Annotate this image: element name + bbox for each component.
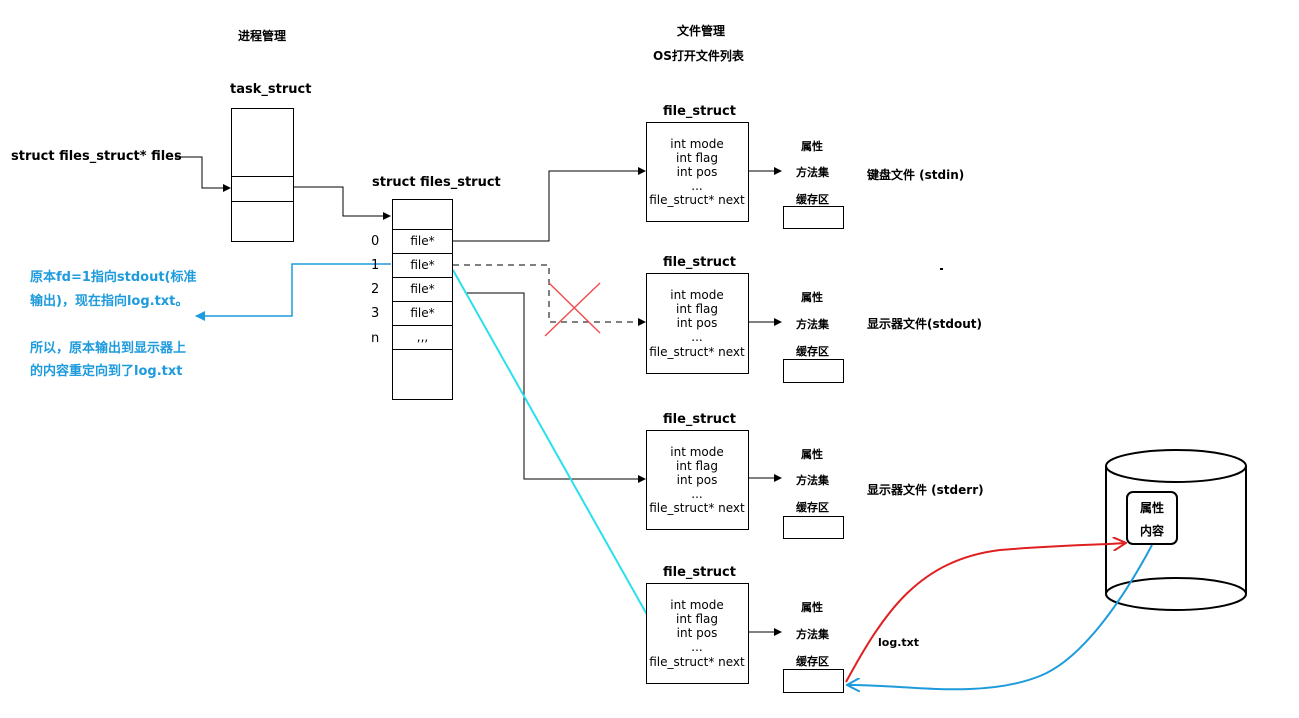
fs2-attr: 属性 <box>801 291 823 304</box>
fs4-attr: 属性 <box>801 601 823 614</box>
fd-cell-0-text: file* <box>410 234 435 248</box>
fs3-field-ellipsis: ... <box>691 487 703 501</box>
file-struct-3-box: int mode int flag int pos ... file_struc… <box>646 430 749 530</box>
fs2-field-mode: int mode <box>670 288 724 302</box>
task-struct-box <box>231 108 294 242</box>
annotation-line-4: 的内容重定向到了log.txt <box>30 364 183 379</box>
files-struct-label: struct files_struct <box>372 175 501 190</box>
fs4-field-next: file_struct* next <box>649 655 745 669</box>
fd-index-2: 2 <box>371 282 380 297</box>
os-open-list-title: OS打开文件列表 <box>653 49 744 63</box>
file-struct-2-box: int mode int flag int pos ... file_struc… <box>646 273 749 374</box>
cross-line-b <box>544 282 601 337</box>
fs1-field-mode: int mode <box>670 137 724 151</box>
disk-content: 内容 <box>1139 524 1164 538</box>
fs3-field-next: file_struct* next <box>649 501 745 515</box>
load-blue-arrow <box>848 544 1153 689</box>
fs1-field-flag: int flag <box>676 151 718 165</box>
file-struct-1-title: file_struct <box>663 104 736 119</box>
fs1-field-pos: int pos <box>676 165 718 179</box>
fd-cell-3-text: file* <box>410 306 435 320</box>
file-struct-4-title: file_struct <box>663 565 736 580</box>
fd-cell-n <box>392 325 453 350</box>
process-mgmt-title: 进程管理 <box>238 29 287 43</box>
fs3-methods: 方法集 <box>796 474 829 487</box>
fs4-buffer-box <box>783 669 844 693</box>
fs4-methods: 方法集 <box>796 628 829 641</box>
fs2-buffer-label: 缓存区 <box>796 345 829 358</box>
fs1-methods: 方法集 <box>796 166 829 179</box>
fd2-arrow <box>465 292 646 483</box>
fd1-old-dashed-arrow <box>453 264 646 326</box>
file-struct-1-box: int mode int flag int pos ... file_struc… <box>646 122 749 222</box>
fs4-field-ellipsis: ... <box>691 640 703 654</box>
disk-attr: 属性 <box>1139 501 1164 515</box>
fs2-field-pos: int pos <box>676 316 718 330</box>
fd-index-n: n <box>371 331 380 346</box>
fd0-arrow <box>453 167 646 242</box>
fs3-buffer-label: 缓存区 <box>796 501 829 514</box>
fs3-target: 显示器文件 (stderr) <box>867 483 984 497</box>
task-struct-label: task_struct <box>230 82 312 97</box>
fs2-field-flag: int flag <box>676 302 718 316</box>
annotation-line-2: 输出)，现在指向log.txt。 <box>30 294 189 309</box>
fd-index-1: 1 <box>371 258 380 273</box>
fd-cell-2-text: file* <box>410 282 435 296</box>
fs1-field-ellipsis: ... <box>691 179 703 193</box>
fs1-buffer-label: 缓存区 <box>796 193 829 206</box>
fs3-buffer-box <box>783 516 844 539</box>
fd1-new-cyan-line <box>452 269 651 621</box>
fs3-field-flag: int flag <box>676 459 718 473</box>
fs2-methods: 方法集 <box>796 318 829 331</box>
fs3-field-mode: int mode <box>670 445 724 459</box>
fs4-field-pos: int pos <box>676 626 718 640</box>
fs4-field-mode: int mode <box>670 598 724 612</box>
annotation-line-1: 原本fd=1指向stdout(标准 <box>30 270 197 285</box>
flush-red-arrow <box>845 543 1125 683</box>
fd-index-3: 3 <box>371 306 380 321</box>
fs3-field-pos: int pos <box>676 473 718 487</box>
fs4-buffer-label: 缓存区 <box>796 655 829 668</box>
files-pointer-arrow <box>175 156 231 192</box>
fs2-field-ellipsis: ... <box>691 330 703 344</box>
fs2-buffer-box <box>783 359 844 383</box>
file-struct-2-title: file_struct <box>663 255 736 270</box>
log-txt-label: log.txt <box>878 636 919 649</box>
fs2-field-next: file_struct* next <box>649 345 745 359</box>
task-to-files-arrow <box>293 186 391 220</box>
stray-dot <box>940 268 943 270</box>
fd-cell-0 <box>392 229 453 254</box>
fs2-target: 显示器文件(stdout) <box>867 317 982 331</box>
fs1-target: 键盘文件 (stdin) <box>867 168 965 182</box>
fs1-field-next: file_struct* next <box>649 193 745 207</box>
fd-cell-1 <box>392 253 453 278</box>
disk-file-box: 属性 内容 <box>1126 491 1178 545</box>
file-struct-4-box: int mode int flag int pos ... file_struc… <box>646 583 749 684</box>
fd-index-0: 0 <box>371 234 380 249</box>
task-struct-files-slot <box>232 176 293 202</box>
file-struct-3-title: file_struct <box>663 412 736 427</box>
fs3-attr: 属性 <box>801 448 823 461</box>
fd-cell-1-text: file* <box>410 258 435 272</box>
fd-cell-n-text: ,,, <box>416 330 429 344</box>
fs1-attr: 属性 <box>801 140 823 153</box>
fs4-field-flag: int flag <box>676 612 718 626</box>
annotation-line-3: 所以，原本输出到显示器上 <box>30 341 187 356</box>
file-mgmt-title: 文件管理 <box>677 24 726 38</box>
fs1-buffer-box <box>783 206 844 229</box>
files-pointer-label: struct files_struct* files <box>11 149 182 164</box>
fd-cell-2 <box>392 277 453 302</box>
annotation-arrow <box>195 263 391 321</box>
